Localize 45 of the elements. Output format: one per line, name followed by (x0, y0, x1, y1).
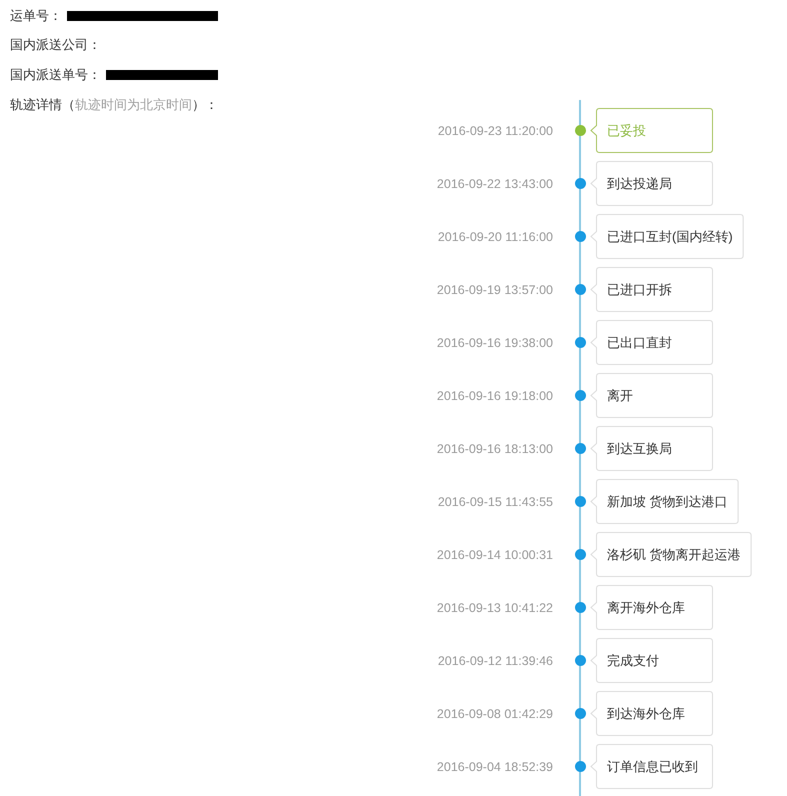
info-label: 轨迹详情（ (10, 97, 75, 113)
status-text: 已妥投 (607, 122, 647, 140)
timestamp: 2016-09-16 19:38:00 (436, 334, 553, 350)
status-bubble (590, 320, 713, 365)
info-label: ）： (192, 97, 218, 113)
timestamp: 2016-09-08 01:42:29 (436, 706, 553, 722)
status-bubble (590, 479, 739, 524)
status-text: 到达互换局 (607, 440, 673, 458)
status-bubble (590, 532, 752, 577)
status-text: 到达投递局 (607, 174, 673, 192)
info-label: 运单号： (10, 8, 62, 24)
status-bubble (590, 373, 713, 418)
timestamp: 2016-09-19 13:57:00 (436, 282, 553, 298)
status-text: 已进口开拆 (607, 280, 673, 298)
info-label: 国内派送公司： (10, 37, 101, 53)
timestamp: 2016-09-15 11:43:55 (438, 494, 553, 510)
info-label: 轨迹时间为北京时间 (75, 97, 192, 113)
status-text: 新加坡 货物到达港口 (607, 492, 728, 510)
status-bubble (590, 108, 713, 153)
timestamp: 2016-09-16 18:13:00 (436, 440, 553, 456)
status-text: 已进口互封(国内经转) (607, 228, 733, 246)
status-bubble (590, 691, 713, 736)
info-label: 国内派送单号： (10, 67, 101, 83)
status-text: 订单信息已收到 (607, 758, 699, 776)
status-text: 完成支付 (607, 652, 660, 670)
status-bubble (590, 638, 713, 683)
timestamp: 2016-09-04 18:52:39 (436, 758, 553, 774)
timestamp: 2016-09-20 11:16:00 (438, 228, 553, 244)
status-text: 已出口直封 (607, 334, 673, 352)
status-bubble (590, 426, 713, 471)
timestamp: 2016-09-13 10:41:22 (436, 600, 553, 616)
status-text: 离开 (607, 386, 634, 404)
status-text: 到达海外仓库 (607, 704, 686, 722)
timestamp: 2016-09-23 11:20:00 (438, 122, 553, 138)
status-bubble (590, 161, 713, 206)
status-bubble (590, 214, 744, 259)
status-bubble (590, 744, 713, 789)
status-bubble (590, 267, 713, 312)
timestamp: 2016-09-16 19:18:00 (436, 388, 553, 404)
status-bubble (590, 585, 713, 630)
status-text: 离开海外仓库 (607, 598, 686, 616)
status-text: 洛杉矶 货物离开起运港 (607, 546, 741, 564)
timestamp: 2016-09-22 13:43:00 (436, 176, 553, 192)
timestamp: 2016-09-14 10:00:31 (436, 546, 553, 562)
timestamp: 2016-09-12 11:39:46 (438, 652, 553, 668)
